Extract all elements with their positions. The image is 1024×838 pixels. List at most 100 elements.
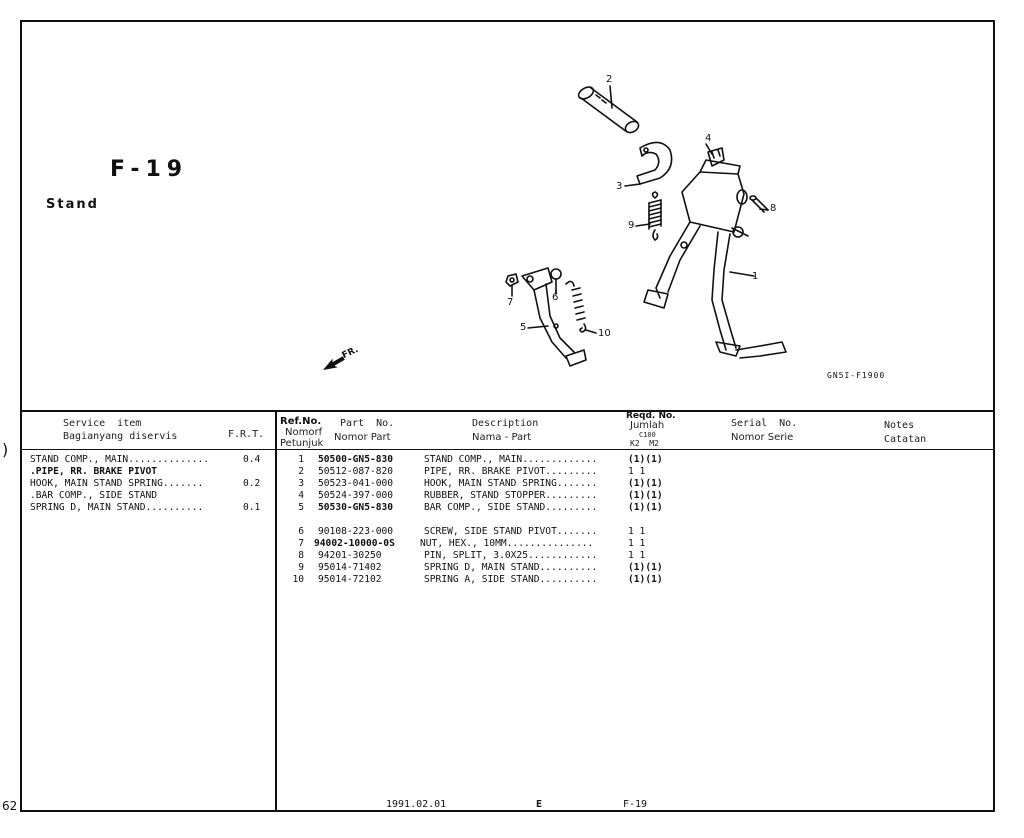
- part-description: SPRING D, MAIN STAND..........: [424, 562, 598, 573]
- header-part-no: Part No.: [340, 418, 395, 429]
- part-quantity: (1)(1): [628, 502, 663, 513]
- ref-no: 7: [298, 538, 304, 549]
- part-number: 50523-041-000: [318, 478, 394, 489]
- header-service-item-id: Bagianyang diservis: [63, 431, 178, 442]
- service-item-name: SPRING D, MAIN STAND..........: [30, 502, 204, 513]
- ref-no: 4: [298, 490, 304, 501]
- header-description-id: Nama - Part: [472, 432, 532, 443]
- service-item-row: STAND COMP., MAIN.............. 0.4: [30, 454, 270, 466]
- part-description: STAND COMP., MAIN.............: [424, 454, 598, 465]
- parts-row: 8 94201-30250 PIN, SPLIT, 3.0X25........…: [282, 550, 682, 562]
- callout-1: 1: [752, 271, 759, 282]
- ref-no: 3: [298, 478, 304, 489]
- main-stand-part: [643, 159, 787, 359]
- part-description: RUBBER, STAND STOPPER.........: [424, 490, 598, 501]
- part-description: PIN, SPLIT, 3.0X25............: [424, 550, 598, 561]
- parts-row: 9 95014-71402 SPRING D, MAIN STAND......…: [282, 562, 682, 574]
- footer-date: 1991.02.01: [386, 799, 447, 810]
- part-number: 94002-10000-0S: [314, 538, 395, 549]
- stand-spring-hook-part: [636, 141, 673, 185]
- service-item-row: .PIPE, RR. BRAKE PIVOT: [30, 466, 270, 478]
- parts-row: 5 50530-GN5-830 BAR COMP., SIDE STAND...…: [282, 502, 682, 514]
- ref-no: 5: [298, 502, 304, 513]
- part-quantity: 1 1: [628, 538, 646, 549]
- callout-3: 3: [616, 181, 623, 192]
- parts-row: 7 94002-10000-0S NUT, HEX., 10MM........…: [282, 538, 682, 550]
- header-notes-id: Catatan: [884, 434, 927, 445]
- table-header-rule: [20, 449, 995, 450]
- callout-4: 4: [705, 133, 712, 144]
- part-quantity: (1)(1): [628, 562, 663, 573]
- header-reqd-no: Reqd. No.: [626, 411, 676, 421]
- parts-row: 3 50523-041-000 HOOK, MAIN STAND SPRING.…: [282, 478, 682, 490]
- part-description: BAR COMP., SIDE STAND.........: [424, 502, 598, 513]
- parts-row: 4 50524-397-000 RUBBER, STAND STOPPER...…: [282, 490, 682, 502]
- ref-no: 9: [298, 562, 304, 573]
- side-mark: ): [2, 440, 9, 459]
- page-subtitle: Stand: [46, 197, 99, 212]
- page-frame: [20, 20, 995, 812]
- footer-mark: E: [536, 799, 543, 810]
- part-description: NUT, HEX., 10MM...............: [420, 538, 594, 549]
- header-service-item: Service item: [63, 418, 142, 429]
- ref-no: 6: [298, 526, 304, 537]
- page-title: F-19: [110, 157, 189, 182]
- pivot-pipe-part: [577, 86, 640, 134]
- service-item-row: .BAR COMP., SIDE STAND: [30, 490, 270, 502]
- front-direction-arrow: [323, 356, 345, 370]
- part-number: 95014-72102: [318, 574, 382, 585]
- callout-5: 5: [520, 322, 527, 333]
- header-description: Description: [472, 418, 539, 429]
- exploded-parts-diagram: [323, 85, 787, 370]
- parts-row: 10 95014-72102 SPRING A, SIDE STAND.....…: [282, 574, 682, 586]
- service-item-name: .PIPE, RR. BRAKE PIVOT: [30, 466, 158, 477]
- part-number: 95014-71402: [318, 562, 382, 573]
- part-description: SCREW, SIDE STAND PIVOT.......: [424, 526, 598, 537]
- part-quantity: 1 1: [628, 466, 646, 477]
- service-item-name: HOOK, MAIN STAND SPRING.......: [30, 478, 204, 489]
- part-number: 94201-30250: [318, 550, 382, 561]
- page-number: 62: [2, 799, 18, 813]
- header-notes: Notes: [884, 420, 915, 431]
- part-quantity: (1)(1): [628, 490, 663, 501]
- part-quantity: 1 1: [628, 526, 646, 537]
- header-ref-nomor: Nomorf: [285, 427, 323, 438]
- callout-2: 2: [606, 74, 613, 85]
- header-part-no-id: Nomor Part: [334, 432, 391, 443]
- footer-page-code: F-19: [623, 799, 648, 810]
- service-item-frt: 0.4: [243, 454, 261, 465]
- callout-9: 9: [628, 220, 635, 231]
- callout-6: 6: [552, 292, 559, 303]
- ref-no: 8: [298, 550, 304, 561]
- part-quantity: (1)(1): [628, 574, 663, 585]
- parts-list: 1 50500-GN5-830 STAND COMP., MAIN.......…: [282, 454, 682, 586]
- main-stand-spring-part: [648, 191, 662, 241]
- table-top-rule: [20, 410, 995, 412]
- part-quantity: (1)(1): [628, 478, 663, 489]
- part-number: 50500-GN5-830: [318, 454, 394, 465]
- parts-row: 1 50500-GN5-830 STAND COMP., MAIN.......…: [282, 454, 682, 466]
- parts-row: 6 90108-223-000 SCREW, SIDE STAND PIVOT.…: [282, 526, 682, 538]
- part-quantity: (1)(1): [628, 454, 663, 465]
- header-serial-no: Serial No.: [731, 418, 798, 429]
- side-stand-spring-part: [565, 280, 587, 333]
- header-reqd-model: C100: [639, 431, 656, 439]
- service-item-row: SPRING D, MAIN STAND.......... 0.1: [30, 502, 270, 514]
- header-reqd-jumlah: Jumlah: [630, 420, 665, 431]
- header-serial-no-id: Nomor Serie: [731, 432, 794, 443]
- part-number: 90108-223-000: [318, 526, 394, 537]
- side-stand-bar-part: [521, 267, 587, 367]
- parts-row: 2 50512-087-820 PIPE, RR. BRAKE PIVOT...…: [282, 466, 682, 478]
- parts-spacer: [282, 514, 682, 526]
- part-number: 50530-GN5-830: [318, 502, 394, 513]
- header-ref-petunjuk: Petunjuk: [280, 438, 324, 449]
- figure-code: GN5I-F1900: [827, 371, 886, 380]
- service-item-name: .BAR COMP., SIDE STAND: [30, 490, 158, 501]
- callout-8: 8: [770, 203, 777, 214]
- side-stand-pivot-screw-part: [550, 268, 562, 293]
- service-item-row: HOOK, MAIN STAND SPRING....... 0.2: [30, 478, 270, 490]
- ref-no: 1: [298, 454, 304, 465]
- ref-no: 10: [292, 574, 304, 585]
- service-item-frt: 0.1: [243, 502, 261, 513]
- part-number: 50524-397-000: [318, 490, 394, 501]
